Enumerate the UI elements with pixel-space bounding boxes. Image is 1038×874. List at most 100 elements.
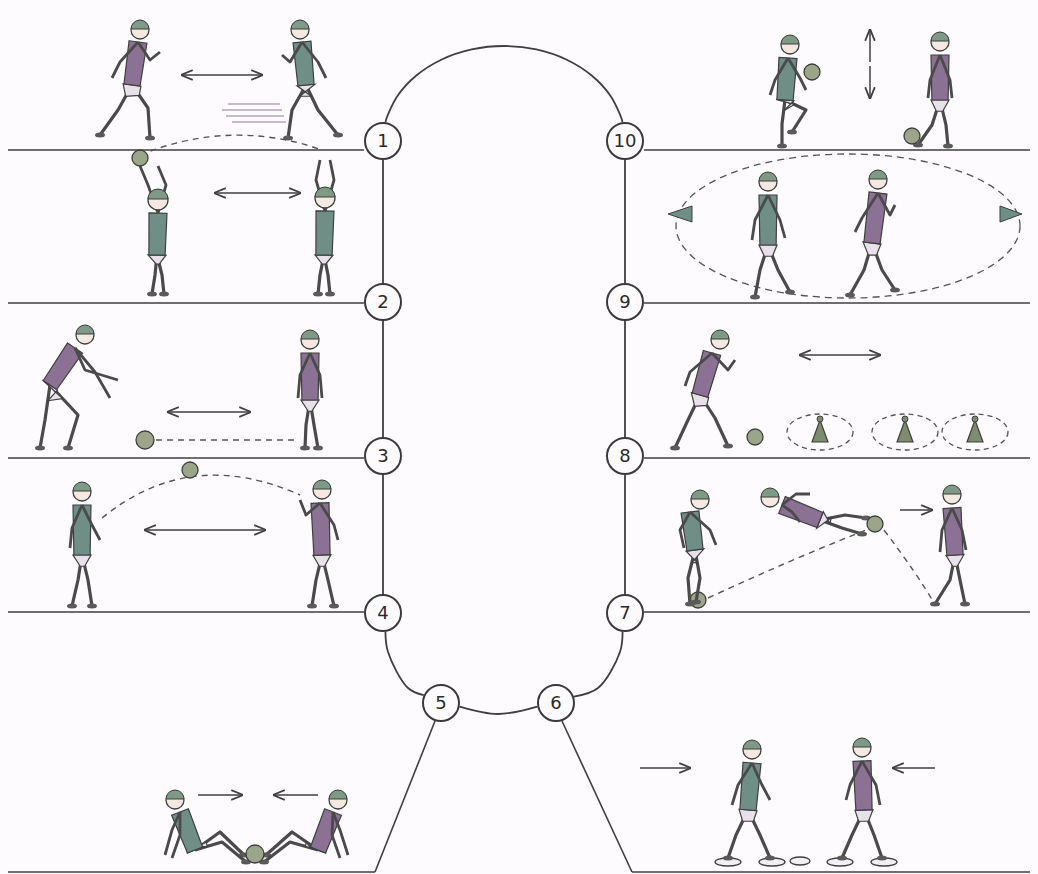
shoe	[35, 446, 45, 451]
athlete-figure	[670, 330, 735, 451]
cone	[812, 420, 828, 442]
ball	[132, 150, 148, 166]
leg	[40, 385, 50, 448]
head	[761, 489, 779, 507]
hair	[761, 488, 779, 497]
shorts	[301, 400, 319, 411]
head	[148, 190, 168, 210]
shirt	[931, 55, 949, 100]
arm	[782, 494, 810, 505]
arm	[82, 505, 100, 540]
station-circle: 10	[606, 122, 644, 160]
ball-path	[102, 475, 300, 518]
head	[691, 491, 709, 509]
track-line	[624, 475, 626, 594]
shorts	[759, 245, 777, 256]
shirt	[311, 503, 330, 556]
station-circle: 8	[606, 437, 644, 475]
arm	[172, 812, 180, 858]
arm	[940, 508, 952, 552]
shoe	[723, 444, 733, 449]
cone	[967, 420, 983, 442]
station-number: 6	[550, 694, 561, 712]
shirt	[943, 507, 963, 555]
hair	[315, 187, 335, 197]
head	[943, 486, 961, 504]
shirt	[124, 41, 147, 86]
station-number: 8	[619, 447, 630, 465]
head	[313, 481, 331, 499]
arm	[75, 348, 118, 380]
speed-line	[232, 121, 286, 122]
track-line	[382, 475, 384, 594]
arm	[770, 58, 788, 95]
station-circle: 6	[537, 684, 575, 722]
cone-top	[972, 416, 978, 422]
shoe	[313, 446, 323, 451]
arm	[855, 193, 878, 232]
station-circle: 1	[364, 122, 402, 160]
shoe	[777, 144, 787, 149]
station-number: 3	[377, 447, 388, 465]
shoe	[325, 292, 335, 297]
arm	[690, 512, 716, 545]
speed-line	[226, 115, 284, 116]
motion-arrow	[869, 66, 871, 98]
shoe	[837, 856, 847, 861]
head	[869, 171, 887, 189]
hair	[166, 790, 184, 799]
cone-loop	[942, 414, 1008, 450]
athlete-figure	[761, 488, 871, 537]
shorts	[931, 100, 949, 111]
track-line	[624, 160, 626, 283]
hair	[76, 325, 94, 334]
station-number: 2	[377, 293, 388, 311]
athlete-figure	[770, 35, 806, 149]
track-line	[460, 707, 538, 714]
shoe	[670, 446, 680, 451]
track-line	[574, 632, 623, 697]
hair	[131, 20, 149, 29]
station-number: 7	[619, 604, 630, 622]
shoe	[159, 292, 169, 297]
station-circle: 5	[422, 684, 460, 722]
track-line	[385, 632, 423, 695]
athlete-figure	[300, 480, 339, 609]
arm	[752, 195, 768, 240]
shirt	[293, 41, 314, 86]
athlete-figure	[282, 20, 343, 141]
shoe	[877, 856, 887, 861]
run-loop	[676, 154, 1020, 298]
athlete-figure	[313, 160, 335, 297]
hair	[869, 170, 887, 179]
ball	[136, 431, 154, 449]
cone-top	[817, 416, 823, 422]
arm	[878, 193, 895, 215]
hair	[148, 189, 168, 199]
hair	[759, 172, 777, 181]
arm	[788, 58, 806, 90]
flat-ball	[790, 857, 810, 865]
shorts	[73, 555, 91, 566]
hair	[313, 480, 331, 489]
shoe	[329, 604, 339, 609]
athlete-figure	[845, 170, 900, 298]
head	[743, 741, 761, 759]
hair	[329, 790, 347, 799]
head	[315, 188, 335, 208]
motion-arrow	[274, 794, 318, 796]
shoe	[307, 604, 317, 609]
shoe	[333, 133, 343, 138]
athlete-figure	[750, 172, 795, 300]
athlete-figure	[680, 490, 716, 607]
track-line	[382, 321, 384, 437]
station-circle: 9	[606, 283, 644, 321]
shoe	[857, 532, 867, 537]
head	[291, 21, 309, 39]
arm	[332, 812, 340, 858]
ball	[747, 429, 763, 445]
motion-arrow	[215, 192, 300, 194]
shoe	[765, 856, 775, 861]
station-number: 1	[377, 132, 388, 150]
